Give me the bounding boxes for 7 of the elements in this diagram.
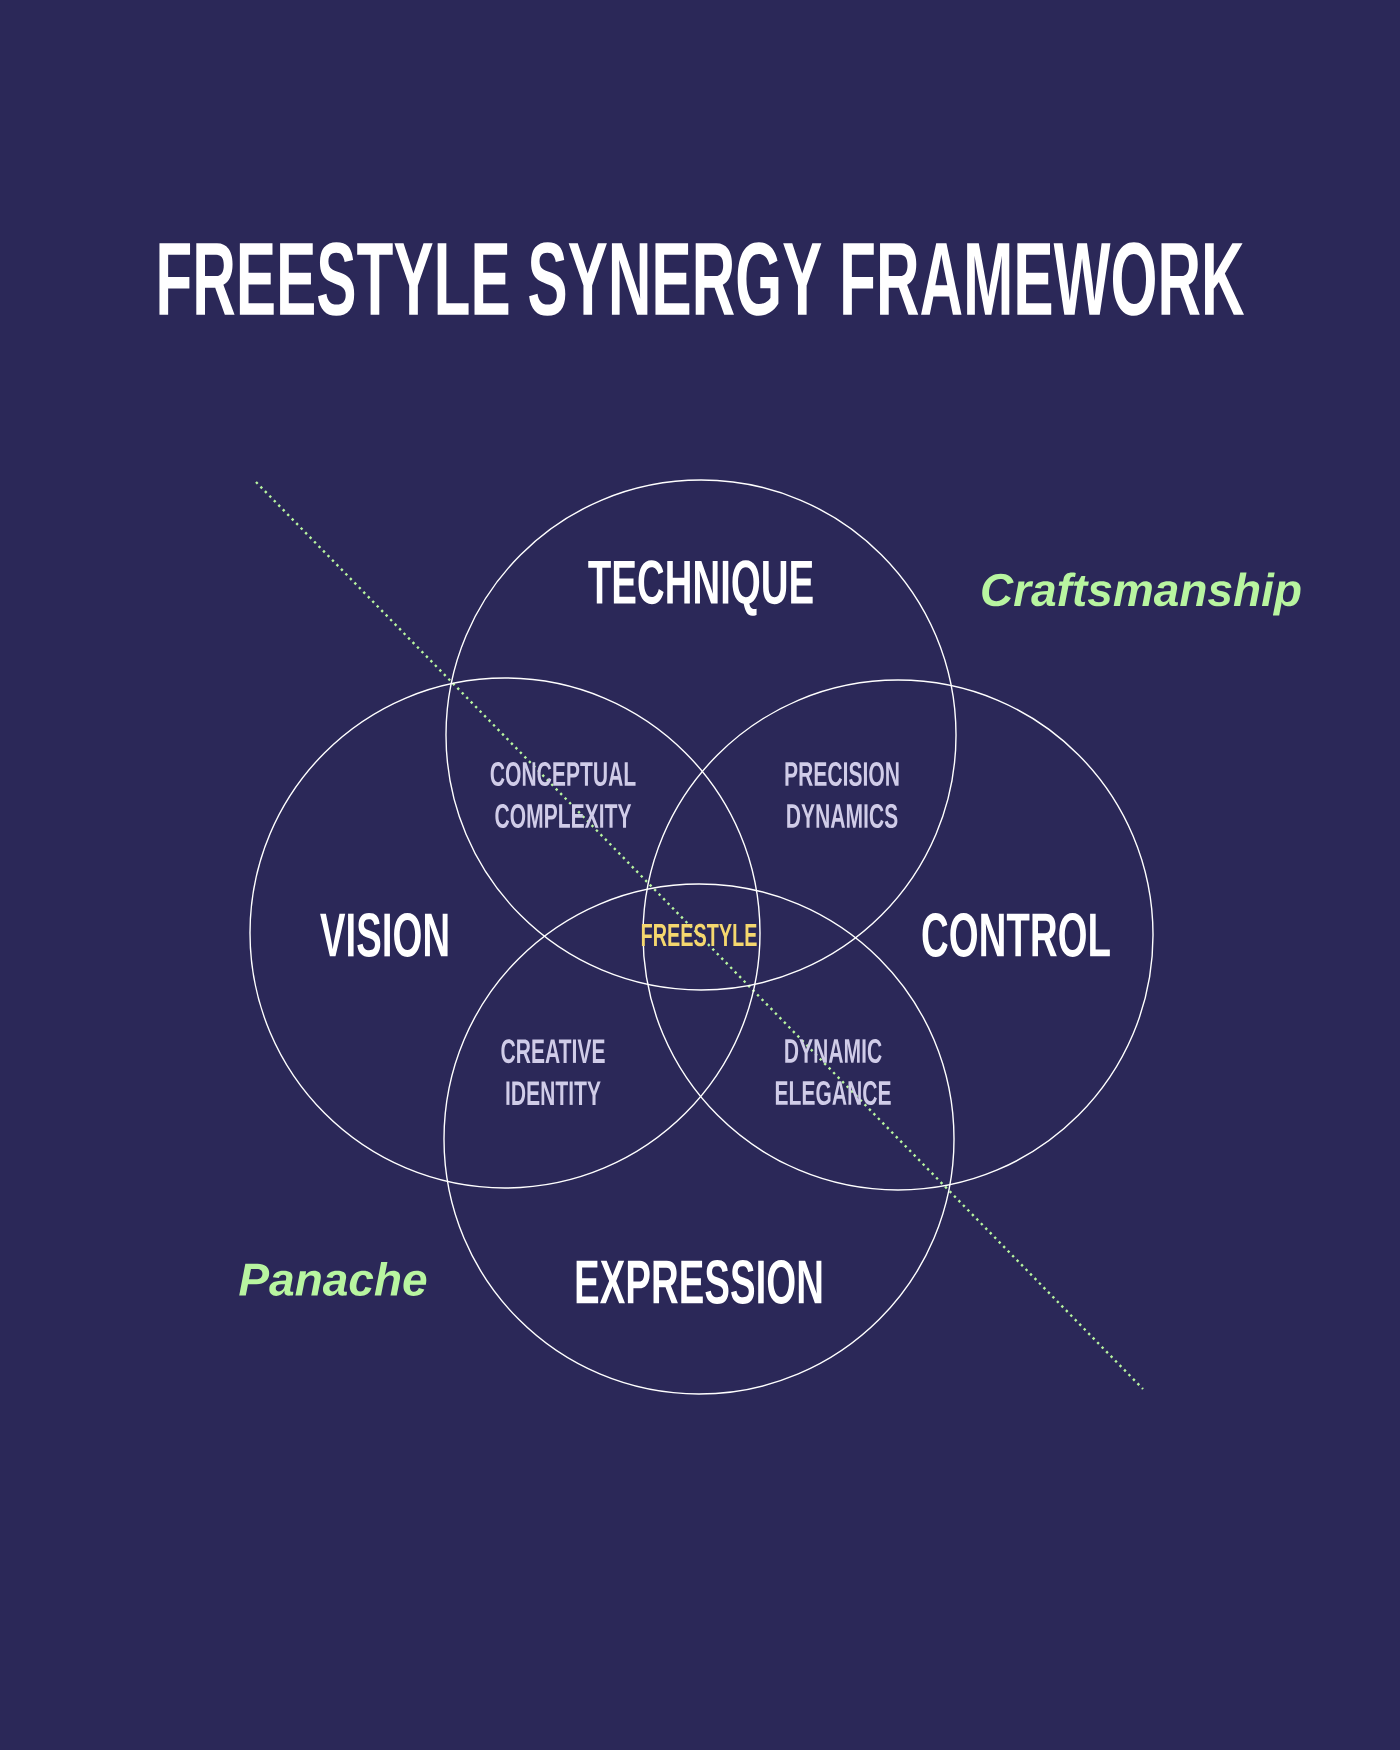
title: FREESTYLE SYNERGY FRAMEWORK [159,242,1244,316]
overlap-label: DYNAMIC ELEGANCE [775,1038,891,1106]
side-label: Craftsmanship [982,572,1301,616]
side-label: Panache [239,1262,427,1296]
overlap-label: PRECISION DYNAMICS [785,761,899,829]
overlap-label: CONCEPTUAL COMPLEXITY [490,761,636,829]
overlap-label: CREATIVE IDENTITY [501,1039,605,1105]
